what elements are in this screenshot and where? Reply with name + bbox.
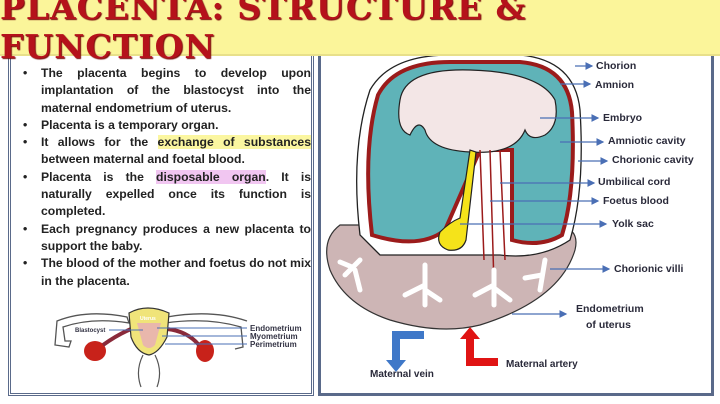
label-endometrium: Endometrium <box>250 324 302 333</box>
bullet-text: Placenta is the <box>41 169 157 184</box>
label-yolk-sac: Yolk sac <box>612 218 654 230</box>
label-chorionic-cavity: Chorionic cavity <box>612 154 694 166</box>
label-maternal-vein: Maternal vein <box>370 369 434 380</box>
label-foetus-blood: Foetus blood <box>603 195 669 207</box>
title-band: PLACENTA: STRUCTURE & FUNCTION <box>0 0 720 66</box>
label-perimetrium: Perimetrium <box>250 340 297 349</box>
bullet-text: . It is naturally expelled once its func… <box>41 169 311 219</box>
placenta-diagram: Chorion Amnion Embryo Amniotic cavity Ch… <box>326 54 694 380</box>
bullet-item: The placenta begins to develop upon impl… <box>19 65 311 117</box>
bullet-item: It allows for the exchange of substances… <box>19 134 311 169</box>
uterus-diagram: Uterus Blastocyst Endometrium Myometrium… <box>54 307 302 388</box>
label-blastocyst: Blastocyst <box>75 328 105 334</box>
bullet-item: The blood of the mother and foetus do no… <box>19 255 311 290</box>
page-title: PLACENTA: STRUCTURE & FUNCTION <box>0 0 527 66</box>
ovary-left <box>84 341 106 361</box>
label-uterus: Uterus <box>140 316 156 322</box>
bullet-list: The placenta begins to develop upon impl… <box>19 65 311 290</box>
left-panel: The placenta begins to develop upon impl… <box>8 40 314 396</box>
bullet-text: between maternal and foetal blood. <box>41 152 245 167</box>
label-chorion: Chorion <box>596 60 636 72</box>
embryo <box>398 69 557 153</box>
right-panel: Chorion Amnion Embryo Amniotic cavity Ch… <box>318 40 714 396</box>
label-umbilical-cord: Umbilical cord <box>598 176 670 188</box>
label-maternal-artery: Maternal artery <box>506 359 578 370</box>
maternal-artery-arrow <box>460 327 498 366</box>
label-embryo: Embryo <box>603 112 642 124</box>
highlight-disposable: disposable organ <box>156 169 266 184</box>
ovary-right <box>196 340 214 362</box>
bullet-item: Placenta is the disposable organ. It is … <box>19 169 311 221</box>
label-amniotic-cavity: Amniotic cavity <box>608 135 686 147</box>
label-of-uterus: of uterus <box>586 319 631 331</box>
bullet-item: Each pregnancy produces a new placenta t… <box>19 221 311 256</box>
umbilical-cord <box>479 149 506 286</box>
highlight-exchange: exchange of substances <box>157 135 311 150</box>
maternal-vein-arrow <box>386 331 424 372</box>
bullet-item: Placenta is a temporary organ. <box>19 117 311 135</box>
label-endometrium: Endometrium <box>576 303 644 315</box>
yolk-sac <box>438 149 477 251</box>
label-chorionic-villi: Chorionic villi <box>614 263 684 275</box>
bullet-text: It allows for the <box>41 135 158 150</box>
chorionic-villi <box>337 257 548 308</box>
label-myometrium: Myometrium <box>250 332 298 341</box>
label-amnion: Amnion <box>595 79 634 91</box>
